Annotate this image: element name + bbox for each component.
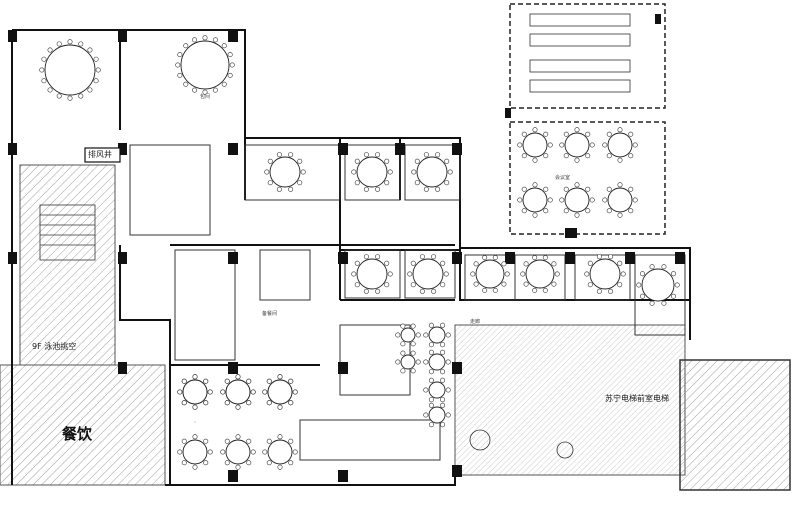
round-tables: [39, 35, 680, 470]
meeting-table: [602, 127, 638, 163]
meeting-table: [517, 182, 553, 218]
label-pool-void: 9F 泳池挑空: [32, 342, 77, 351]
meeting-room-right: [509, 121, 666, 235]
meeting-table: [602, 182, 638, 218]
private-table: [351, 254, 393, 294]
private-table: [351, 152, 393, 192]
label-exhaust-shaft: 排风井: [88, 150, 112, 159]
partitions: [129, 144, 686, 461]
banquet-table: [262, 374, 298, 410]
small-table: [423, 349, 451, 375]
small-table: [423, 322, 451, 348]
banquet-table: [177, 434, 213, 470]
small-table: [395, 350, 421, 374]
small-table: [423, 402, 451, 428]
label-private-room: 包间: [200, 94, 211, 100]
meeting-table: [517, 127, 553, 163]
meeting-table: [559, 127, 595, 163]
label-meeting-room: 会议室: [555, 175, 571, 181]
vip-table: [39, 39, 101, 101]
conference-room-top: [509, 3, 666, 109]
banquet-table: [220, 434, 256, 470]
private-table: [636, 264, 680, 306]
hatched-areas: [0, 164, 791, 491]
label-dining: 餐饮: [62, 425, 93, 443]
label-pantry: 备餐间: [262, 311, 278, 317]
small-table: [395, 323, 421, 347]
vip-table: [175, 35, 235, 95]
private-table: [264, 152, 306, 192]
private-table: [407, 254, 449, 294]
columns: [8, 14, 685, 482]
banquet-table: [262, 434, 298, 470]
banquet-table: [220, 374, 256, 410]
circular-stairs: [469, 429, 574, 459]
small-table: [423, 377, 451, 403]
stair-core: [39, 147, 121, 261]
private-table: [411, 152, 453, 192]
banquet-table: [177, 374, 213, 410]
private-table: [584, 254, 626, 294]
meeting-table: [559, 182, 595, 218]
label-corridor: 走廊: [470, 319, 481, 325]
label-escalator-note: 苏宁电梯前室电梯: [605, 394, 669, 403]
private-table: [470, 255, 510, 293]
private-table: [520, 255, 560, 293]
